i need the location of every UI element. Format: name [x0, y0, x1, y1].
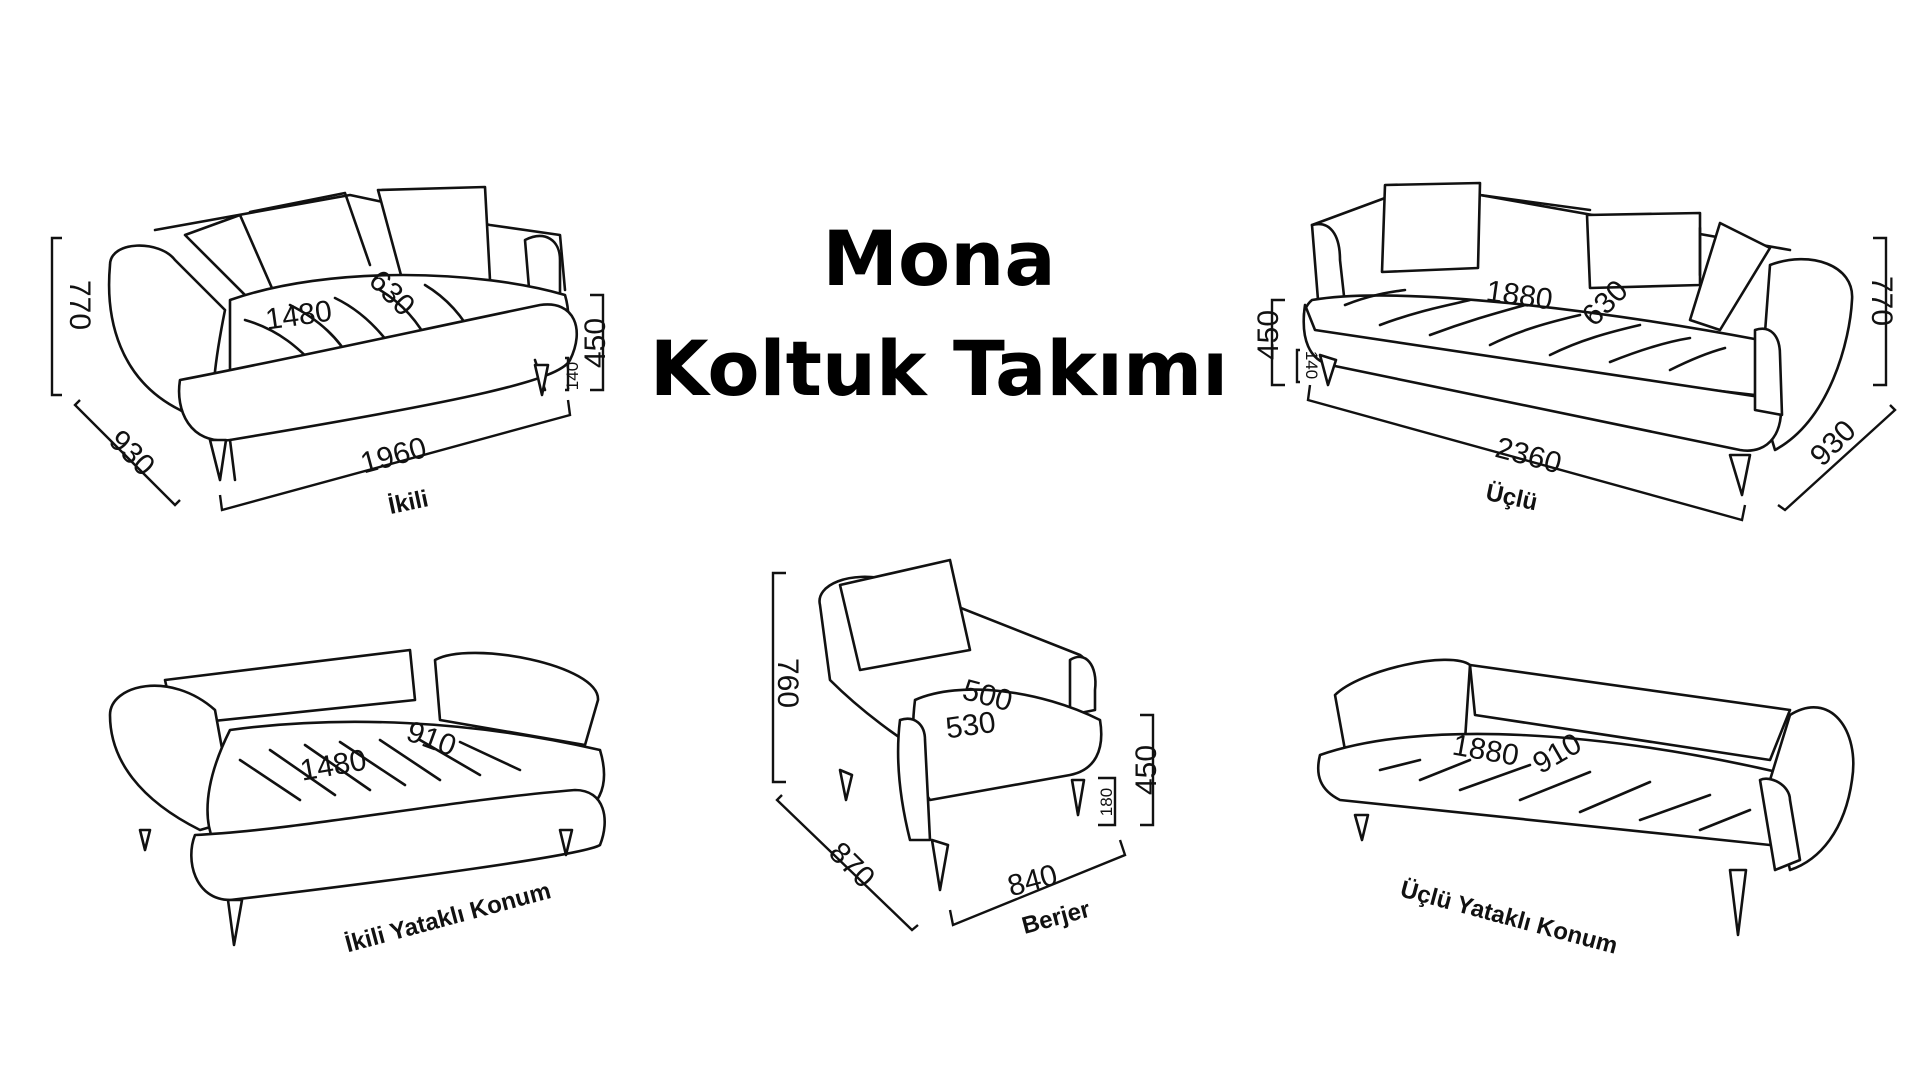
- uclu-yatakli-label: Üçlü Yataklı Konum: [1397, 876, 1620, 960]
- berjer-drawing: [818, 558, 1103, 892]
- berjer-label: Berjer: [1019, 896, 1093, 940]
- title-line-2: Koltuk Takımı: [650, 324, 1228, 413]
- uclu-leg-height: 140: [1302, 351, 1321, 379]
- uclu-height: 770: [1865, 276, 1898, 326]
- uclu-seat-height: 450: [1252, 310, 1285, 360]
- berjer-seat-height: 450: [1130, 745, 1163, 795]
- ikili-leg-height: 140: [563, 362, 582, 390]
- ikili-depth: 930: [102, 424, 161, 483]
- ikili-height: 770: [63, 280, 96, 330]
- uclu-dimensions: [1270, 236, 1897, 522]
- ikili-dimensions: [50, 236, 605, 512]
- berjer-width: 840: [1004, 858, 1061, 903]
- ikili-label: İkili: [386, 485, 431, 520]
- uclu-yatakli-drawing: [1316, 658, 1855, 937]
- berjer-leg-height: 180: [1097, 788, 1116, 816]
- uclu-label: Üçlü: [1483, 479, 1539, 516]
- uclu-drawing: [1302, 181, 1854, 497]
- ikili-yatakli-label: İkili Yataklı Konum: [342, 877, 553, 958]
- uclu-depth: 930: [1804, 414, 1863, 473]
- title-line-1: Mona: [822, 214, 1055, 303]
- ikili-yatakli-drawing: [108, 648, 606, 947]
- ikili-width: 1960: [357, 431, 430, 480]
- berjer-depth: 870: [822, 836, 881, 895]
- berjer-seat-width: 530: [944, 706, 998, 746]
- ikili-drawing: [107, 185, 578, 482]
- berjer-height: 760: [771, 658, 804, 708]
- berjer-dimensions: [771, 571, 1155, 932]
- uclu-width: 2360: [1492, 431, 1565, 480]
- ikili-seat-height: 450: [579, 318, 612, 368]
